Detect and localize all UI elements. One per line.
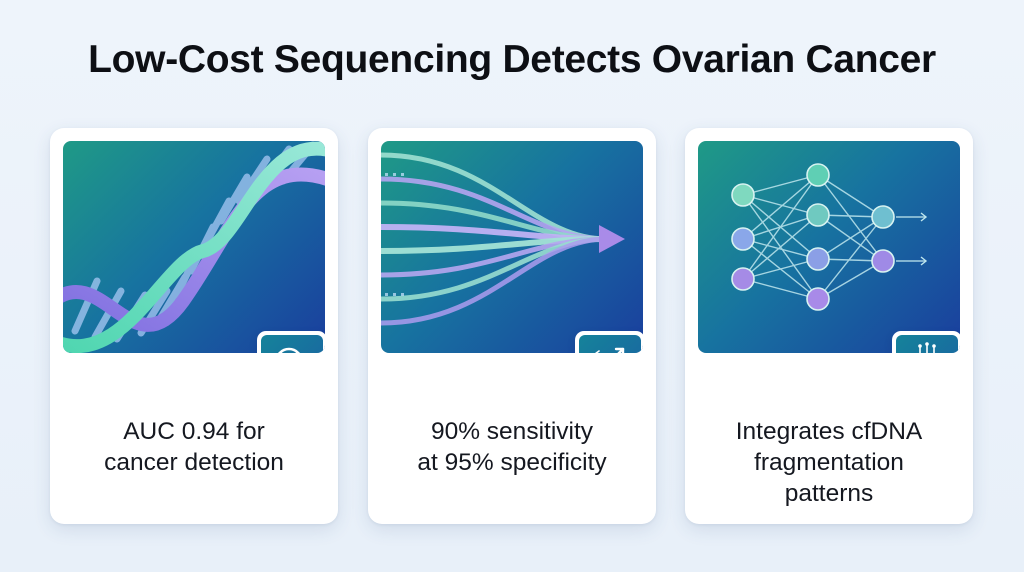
card-cfdna-caption: Integrates cfDNA fragmentation patterns — [695, 416, 963, 509]
caption-line: cancer detection — [104, 449, 284, 476]
dna-helix-illustration — [63, 141, 325, 353]
caption-line: AUC 0.94 for — [123, 418, 265, 445]
caption-line: 90% sensitivity — [430, 418, 594, 445]
caption-line: fragmentation — [754, 449, 904, 476]
card-cfdna: AI Integrates cfDNA fragmentation patter… — [685, 128, 973, 524]
card-auc: AUC 0.94 for cancer detection — [50, 128, 338, 524]
trend-chart-badge — [575, 331, 643, 353]
caption-line: patterns — [784, 480, 874, 507]
dna-helix-graphic — [63, 141, 325, 353]
converging-streams-illustration — [381, 141, 643, 353]
neural-network-illustration: AI — [698, 141, 960, 353]
card-sensitivity: 90% sensitivity at 95% specificity — [368, 128, 656, 524]
neural-network-graphic — [731, 163, 928, 311]
caption-line: at 95% specificity — [417, 449, 607, 476]
ai-chip-icon: AI — [918, 342, 936, 353]
converging-streams-graphic — [381, 152, 625, 326]
ai-chip-badge: AI — [892, 331, 960, 353]
card-sensitivity-caption: 90% sensitivity at 95% specificity — [378, 416, 646, 478]
page-title: Low-Cost Sequencing Detects Ovarian Canc… — [88, 38, 936, 81]
card-auc-caption: AUC 0.94 for cancer detection — [60, 416, 328, 478]
dna-magnifier-badge — [257, 331, 325, 353]
dna-magnifier-icon — [278, 347, 300, 353]
trend-chart-icon — [595, 347, 625, 353]
caption-line: Integrates cfDNA — [735, 418, 923, 445]
